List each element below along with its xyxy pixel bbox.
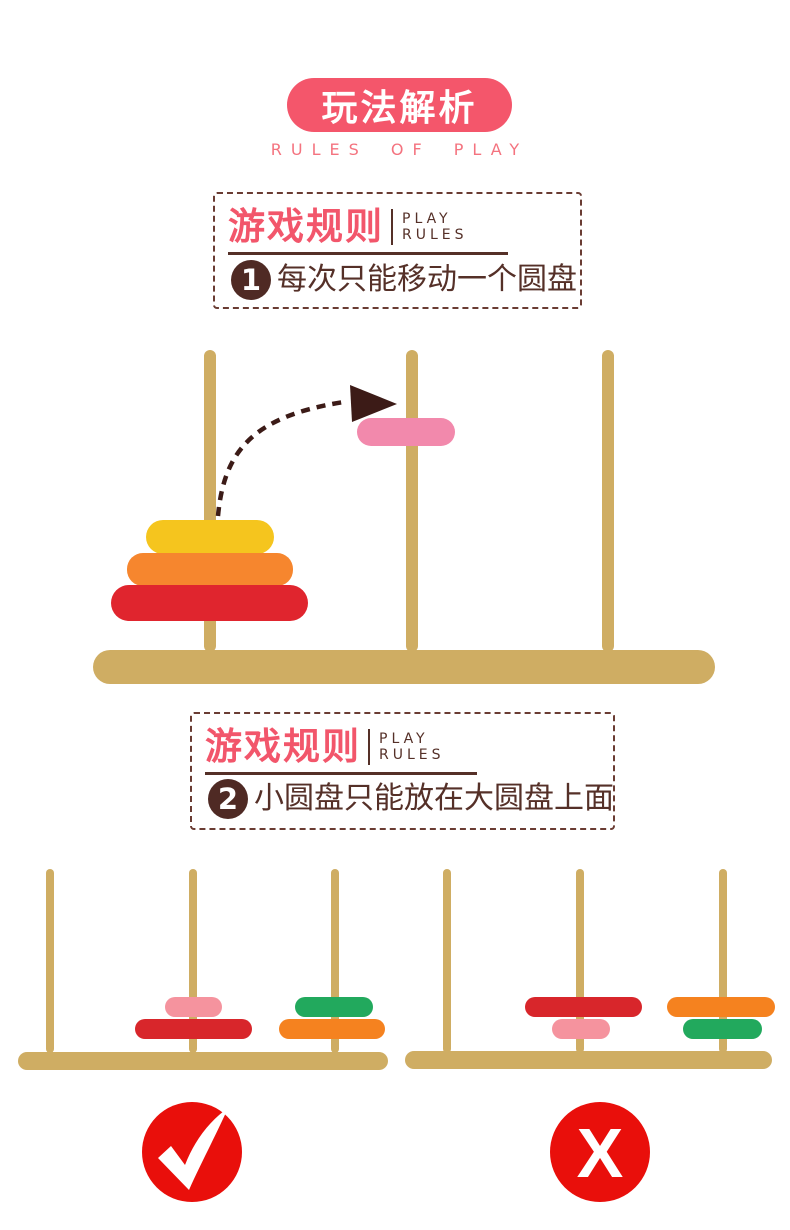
rule-box-2-title-row: 游戏规则 PLAY RULES [205, 724, 445, 768]
yellow-disc [146, 520, 274, 554]
large-orange-disc-below [279, 1019, 385, 1039]
move-arrow-head [350, 385, 397, 422]
title-en-line2: RULES [379, 747, 445, 763]
middle-peg [406, 350, 418, 652]
red-disc [111, 585, 308, 621]
right-peg [602, 350, 614, 652]
x-mark: X [577, 1114, 624, 1192]
wrong-peg-1 [443, 869, 451, 1053]
pink-disc-moving [357, 418, 455, 446]
title-divider [391, 209, 393, 245]
rule-1-text: 每次只能移动一个圆盘 [277, 262, 577, 297]
rule-2-text: 小圆盘只能放在大圆盘上面 [254, 781, 614, 816]
rule-number-badge: 1 [231, 260, 271, 300]
large-orange-disc-on-top [667, 997, 775, 1017]
game-rules-title: 游戏规则 [205, 724, 361, 768]
small-green-disc-below [683, 1019, 762, 1039]
title-en-line1: PLAY [402, 211, 452, 227]
rule-box-1-title-row: 游戏规则 PLAY RULES [228, 204, 468, 248]
section-title: 玩法解析 [321, 88, 478, 129]
small-pink-disc-on-top [165, 997, 222, 1017]
rule-box-1: 游戏规则 PLAY RULES 1 每次只能移动一个圆盘 [213, 192, 582, 309]
large-red-disc-on-top [525, 997, 642, 1017]
correct-base-board [18, 1052, 388, 1070]
rules-of-play-subtitle: RULES OF PLAY [270, 140, 529, 159]
small-green-disc-on-top [295, 997, 373, 1017]
correct-peg-1 [46, 869, 54, 1053]
rule-box-2: 游戏规则 PLAY RULES 2 小圆盘只能放在大圆盘上面 [190, 712, 615, 830]
game-rules-title-en: PLAY RULES [402, 211, 468, 243]
hanoi-illustration-move [93, 350, 715, 684]
title-underline [205, 772, 477, 775]
section-title-banner: 玩法解析 [287, 78, 512, 132]
orange-disc [127, 553, 293, 586]
large-red-disc-below [135, 1019, 252, 1039]
title-en-line2: RULES [402, 227, 468, 243]
move-arrow [215, 399, 345, 517]
rule-1-row: 1 每次只能移动一个圆盘 [231, 260, 577, 300]
game-rules-title-en: PLAY RULES [379, 731, 445, 763]
wrong-x-icon: X [550, 1102, 650, 1202]
correct-check-icon [142, 1102, 242, 1202]
check-mark [158, 1108, 228, 1190]
game-rules-title: 游戏规则 [228, 204, 384, 248]
rule-2-row: 2 小圆盘只能放在大圆盘上面 [208, 779, 614, 819]
title-underline [228, 252, 508, 255]
small-pink-disc-below [552, 1019, 610, 1039]
wrong-base-board [405, 1051, 772, 1069]
base-board [93, 650, 715, 684]
title-en-line1: PLAY [379, 731, 429, 747]
title-divider [368, 729, 370, 765]
x-circle-bg [550, 1102, 650, 1202]
rule-number-badge: 2 [208, 779, 248, 819]
hanoi-illustration-stacking [18, 869, 775, 1070]
